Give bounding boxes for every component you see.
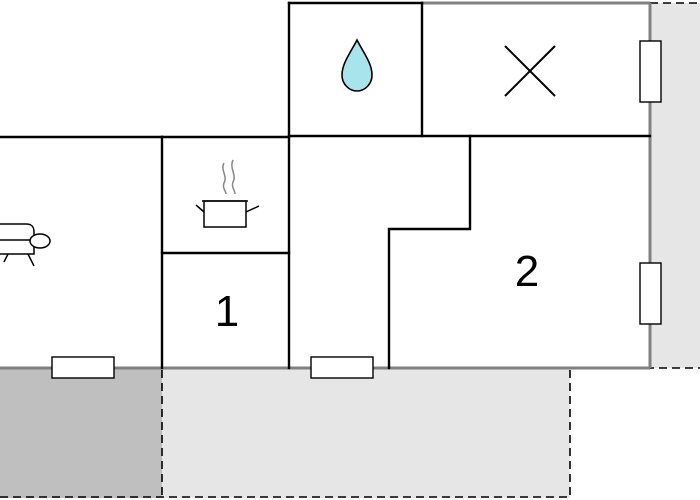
- outer-walls: [0, 1, 652, 370]
- terrace: [162, 368, 570, 498]
- interior-walls: [0, 1, 652, 370]
- water-drop-icon: [341, 38, 373, 92]
- covered-terrace: [0, 368, 162, 498]
- room-label-2: 2: [515, 247, 539, 296]
- window-right-top: [639, 40, 662, 103]
- window-bottom-left: [51, 356, 115, 379]
- cooking-pot-icon: [195, 159, 260, 228]
- cross-icon: [504, 45, 556, 97]
- window-bottom-center: [310, 356, 374, 379]
- sofa-icon: [0, 223, 51, 267]
- room-label-1: 1: [215, 287, 239, 336]
- window-right-bottom: [639, 262, 662, 325]
